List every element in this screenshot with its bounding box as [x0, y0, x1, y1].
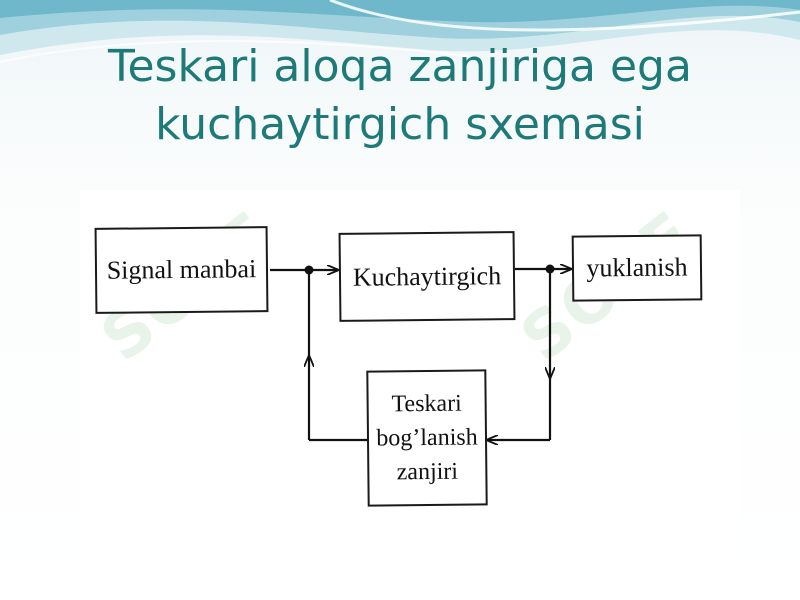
header-wave-decoration: [0, 0, 800, 63]
block-amplifier-label: Kuchaytirgich: [352, 260, 502, 292]
slide-title-line-2: kuchaytirgich sxemasi: [155, 99, 645, 150]
diagram-connectors: [270, 190, 740, 560]
block-load-label: yuklanish: [586, 252, 688, 283]
block-signal-source-label: Signal manbai: [106, 254, 257, 285]
block-feedback-network: Teskari bog’lanish zanjiri: [366, 369, 488, 507]
block-feedback-line-2: bog’lanish: [376, 424, 478, 452]
block-load: yuklanish: [571, 234, 703, 302]
slide-title-line-1: Teskari aloqa zanjiriga ega: [108, 41, 692, 92]
block-amplifier: Kuchaytirgich: [338, 231, 516, 322]
block-feedback-line-1: Teskari: [391, 390, 462, 418]
block-signal-source: Signal manbai: [94, 226, 269, 314]
block-feedback-line-3: zanjiri: [396, 458, 459, 486]
feedback-amplifier-diagram: SOFF SOFF: [80, 190, 740, 560]
slide-title: Teskari aloqa zanjiriga ega kuchaytirgic…: [0, 38, 800, 154]
